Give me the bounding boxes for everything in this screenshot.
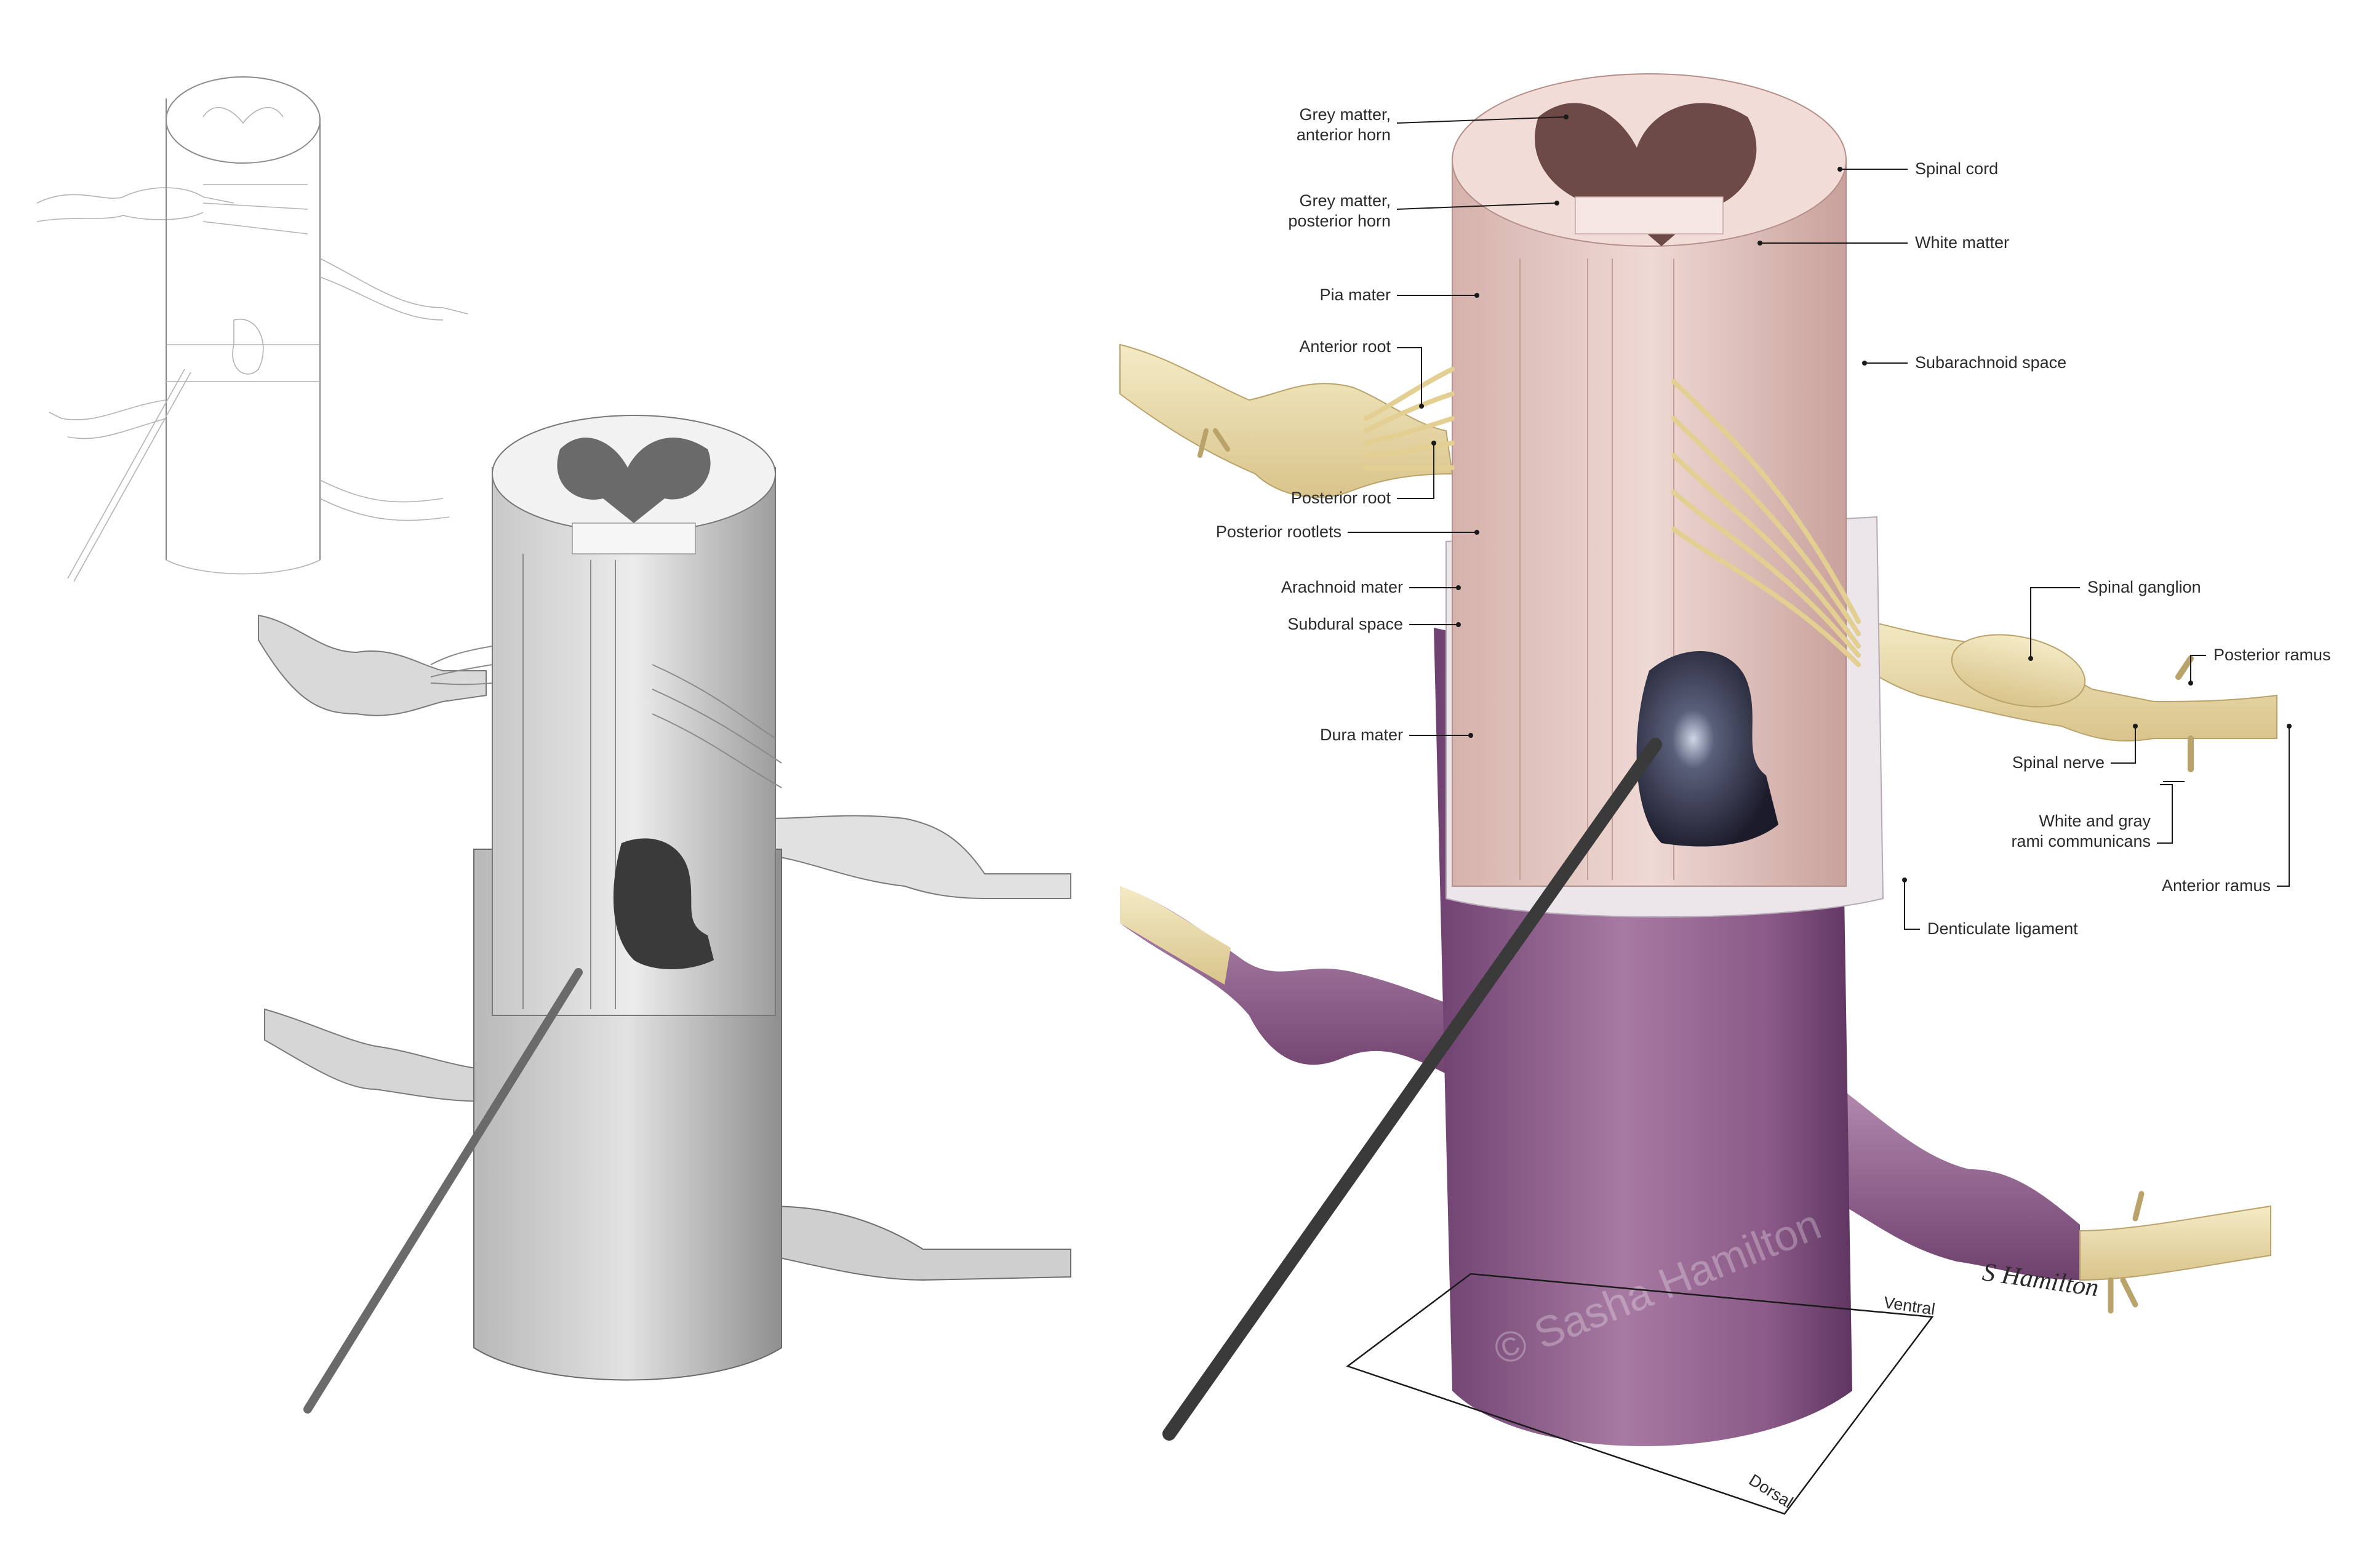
leader-lines <box>1348 114 2292 930</box>
label-grey-anterior-1: Grey matter, <box>1299 105 1391 124</box>
label-white-matter: White matter <box>1915 233 2009 252</box>
label-pia-mater: Pia mater <box>1319 286 1391 304</box>
label-grey-posterior-2: posterior horn <box>1288 212 1391 230</box>
label-rami-1: White and gray <box>2039 812 2151 830</box>
graphite-sketch <box>258 415 1071 1414</box>
label-anterior-root: Anterior root <box>1299 337 1391 356</box>
label-rami-2: rami communicans <box>2011 832 2151 850</box>
label-subdural-space: Subdural space <box>1287 615 1403 633</box>
orientation-plane <box>1346 1273 1934 1515</box>
label-spinal-nerve: Spinal nerve <box>2012 753 2105 772</box>
right-upper-nerve <box>1845 614 2277 772</box>
anterior-rootlets <box>1364 367 1455 471</box>
label-arachnoid-mater: Arachnoid mater <box>1281 578 1403 596</box>
label-subarachnoid-space: Subarachnoid space <box>1915 353 2066 372</box>
line-sketch <box>36 76 468 582</box>
label-dura-mater: Dura mater <box>1320 726 1403 744</box>
label-posterior-ramus: Posterior ramus <box>2213 646 2331 664</box>
probe <box>1162 738 1662 1441</box>
label-spinal-ganglion: Spinal ganglion <box>2087 578 2201 596</box>
label-posterior-root: Posterior root <box>1291 489 1391 507</box>
color-illustration: © Sasha Hamilton S Hamilton <box>1119 73 2277 1515</box>
label-grey-posterior-1: Grey matter, <box>1299 191 1391 210</box>
label-denticulate-ligament: Denticulate ligament <box>1927 919 2078 938</box>
posterior-rootlets <box>1671 379 1861 667</box>
labels: Grey matter, anterior horn Grey matter, … <box>1216 105 2331 1511</box>
label-grey-anterior-2: anterior horn <box>1297 126 1391 144</box>
right-lower-nerve <box>1834 1083 2271 1314</box>
upper-left-nerve <box>1119 343 1453 498</box>
label-dorsal: Dorsal <box>1746 1471 1796 1512</box>
lower-left-nerve <box>1120 886 1465 1083</box>
label-spinal-cord: Spinal cord <box>1915 159 1998 178</box>
window-hole <box>1636 650 1778 847</box>
label-anterior-ramus: Anterior ramus <box>2162 876 2271 895</box>
label-posterior-rootlets: Posterior rootlets <box>1216 522 1341 541</box>
label-ventral: Ventral <box>1882 1293 1936 1318</box>
